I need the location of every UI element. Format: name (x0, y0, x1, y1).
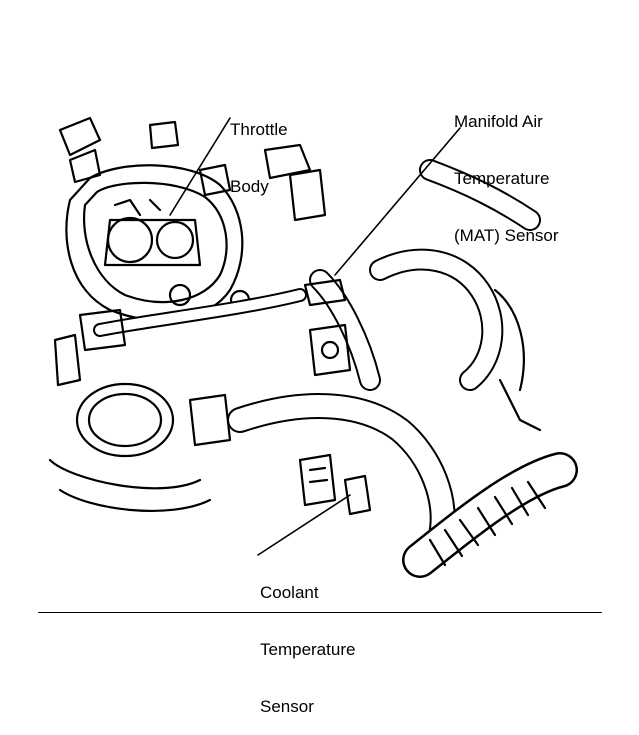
leader-lines (169, 117, 461, 556)
mat-sensor-label-line3: (MAT) Sensor (454, 226, 559, 245)
coolant-sensor-label: Coolant Temperature Sensor (260, 545, 355, 735)
upper-connectors (58, 116, 327, 222)
throttle-body-label-line2: Body (230, 177, 269, 196)
leader-mat-sensor (334, 127, 461, 276)
mat-sensor-label-line2: Temperature (454, 169, 550, 188)
coolant-sensor-label-line3: Sensor (260, 697, 314, 716)
throttle-body-label: Throttle Body (230, 82, 288, 215)
corrugated-duct (402, 288, 578, 578)
leader-coolant-sensor (257, 494, 351, 556)
figure-divider (38, 612, 602, 613)
engine-illustration (48, 116, 578, 578)
coolant-sensor-part (298, 453, 372, 516)
throttle-body-label-line1: Throttle (230, 120, 288, 139)
mat-sensor-label-line1: Manifold Air (454, 112, 543, 131)
coolant-sensor-label-line1: Coolant (260, 583, 319, 602)
lower-left-components (48, 308, 232, 513)
leader-throttle-body (169, 117, 231, 216)
mat-sensor-part (303, 278, 352, 377)
throttle-body-part (65, 164, 251, 322)
coolant-sensor-label-line2: Temperature (260, 640, 356, 659)
hose-assembly (93, 159, 541, 553)
mat-sensor-label: Manifold Air Temperature (MAT) Sensor (454, 74, 559, 264)
